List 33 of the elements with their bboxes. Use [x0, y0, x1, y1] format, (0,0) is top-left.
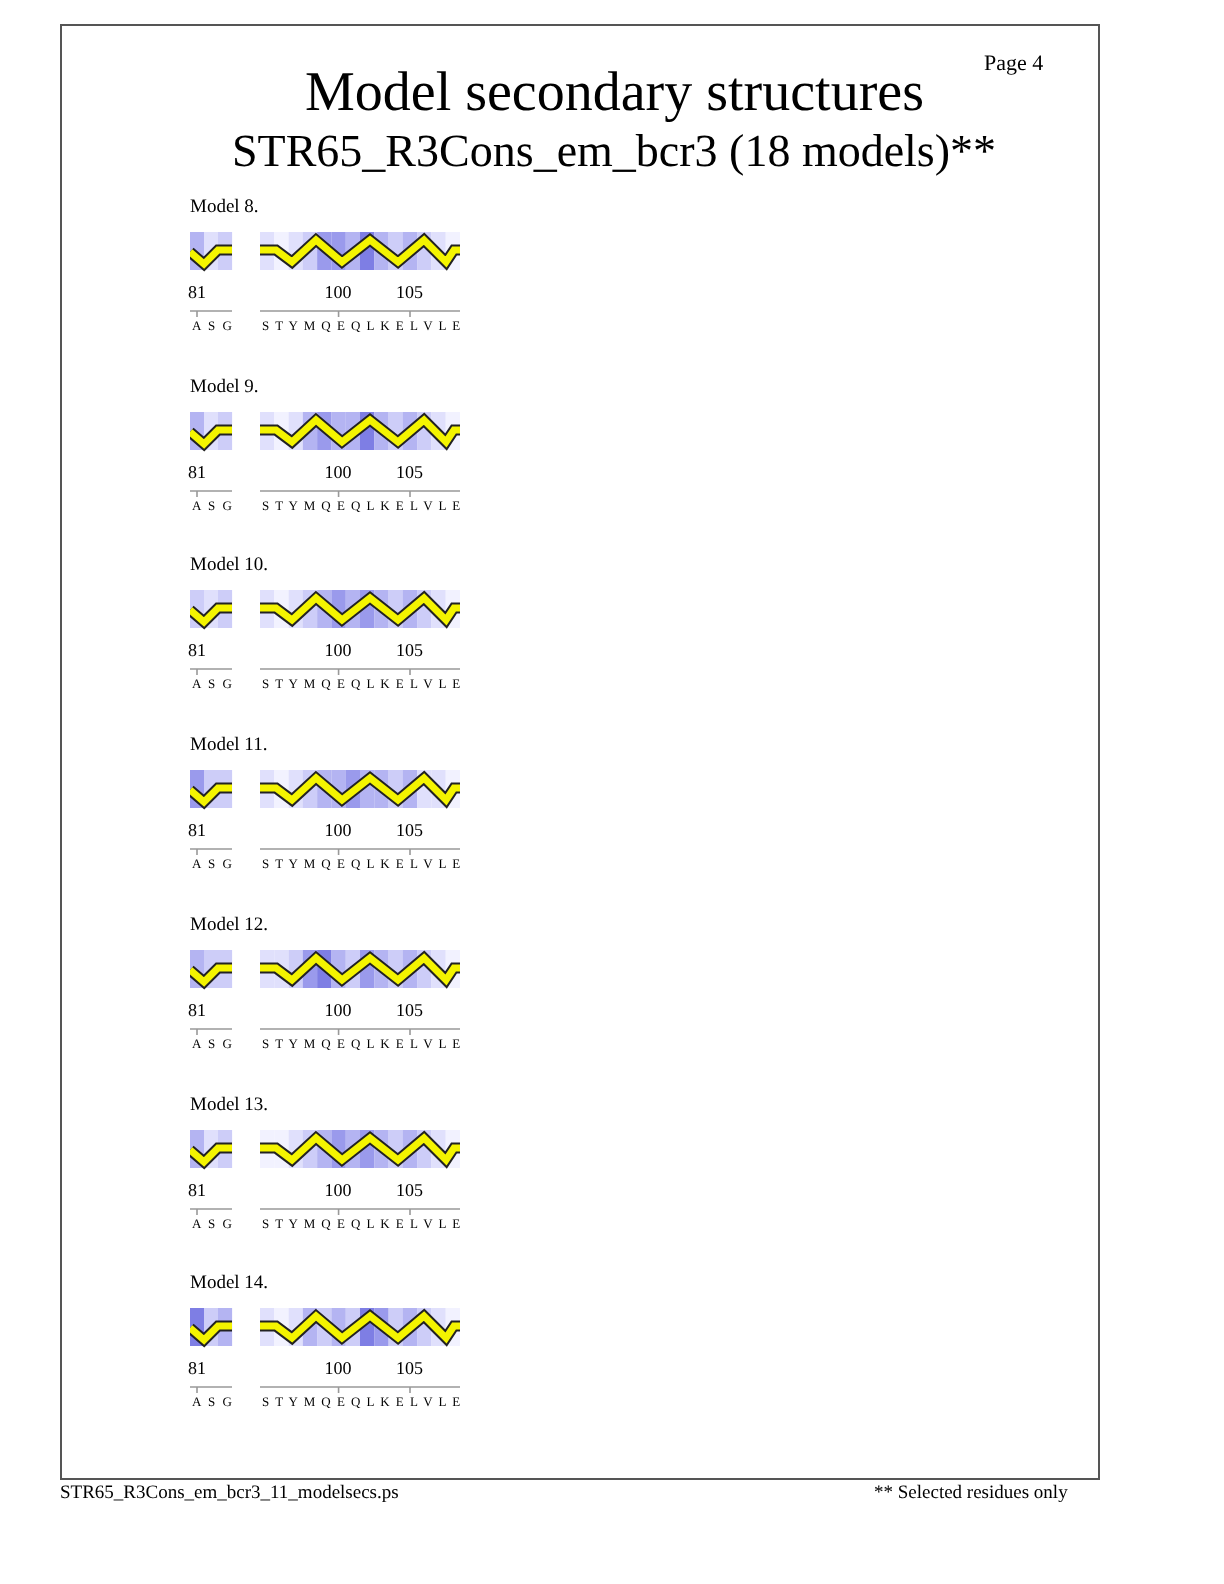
- model-label: Model 9.: [190, 379, 259, 399]
- residue-number: 105: [396, 284, 423, 302]
- file-name: STR65_R3Cons_em_bcr3_11_modelsecs.ps: [60, 1486, 399, 1505]
- residue-number: 100: [324, 1181, 352, 1199]
- residue-number: 105: [396, 463, 423, 482]
- residue-number: 81: [188, 1360, 206, 1379]
- residue-number: 100: [324, 1001, 352, 1020]
- residue-number: 105: [396, 822, 423, 841]
- residue-number: 100: [324, 642, 352, 661]
- residue-number: 81: [188, 463, 206, 482]
- model-label: Model 11.: [190, 738, 268, 758]
- model-label: Model 14.: [190, 1276, 269, 1296]
- page-title: Model secondary structures: [305, 66, 924, 122]
- model-label: Model 12.: [190, 917, 269, 937]
- page-number: Page 4: [984, 54, 1044, 76]
- model-label: Model 8.: [190, 200, 259, 219]
- residue-number: 100: [324, 1360, 352, 1379]
- residue-number: 100: [324, 284, 352, 302]
- page-subtitle: STR65_R3Cons_em_bcr3 (18 models)**: [232, 128, 997, 174]
- residue-number: 81: [188, 642, 206, 661]
- residue-number: 100: [324, 822, 352, 841]
- residue-number: 81: [188, 1181, 206, 1199]
- residue-number: 105: [396, 642, 423, 661]
- residue-number: 105: [396, 1001, 423, 1020]
- residue-number: 100: [324, 463, 352, 482]
- model-label: Model 10.: [190, 558, 269, 578]
- residue-number: 105: [396, 1360, 423, 1379]
- residue-number: 105: [396, 1181, 423, 1199]
- residue-number: 81: [188, 822, 206, 841]
- footnote: ** Selected residues only: [874, 1486, 1068, 1505]
- residue-number: 81: [188, 284, 206, 302]
- model-label: Model 13.: [190, 1097, 269, 1116]
- residue-number: 81: [188, 1001, 206, 1020]
